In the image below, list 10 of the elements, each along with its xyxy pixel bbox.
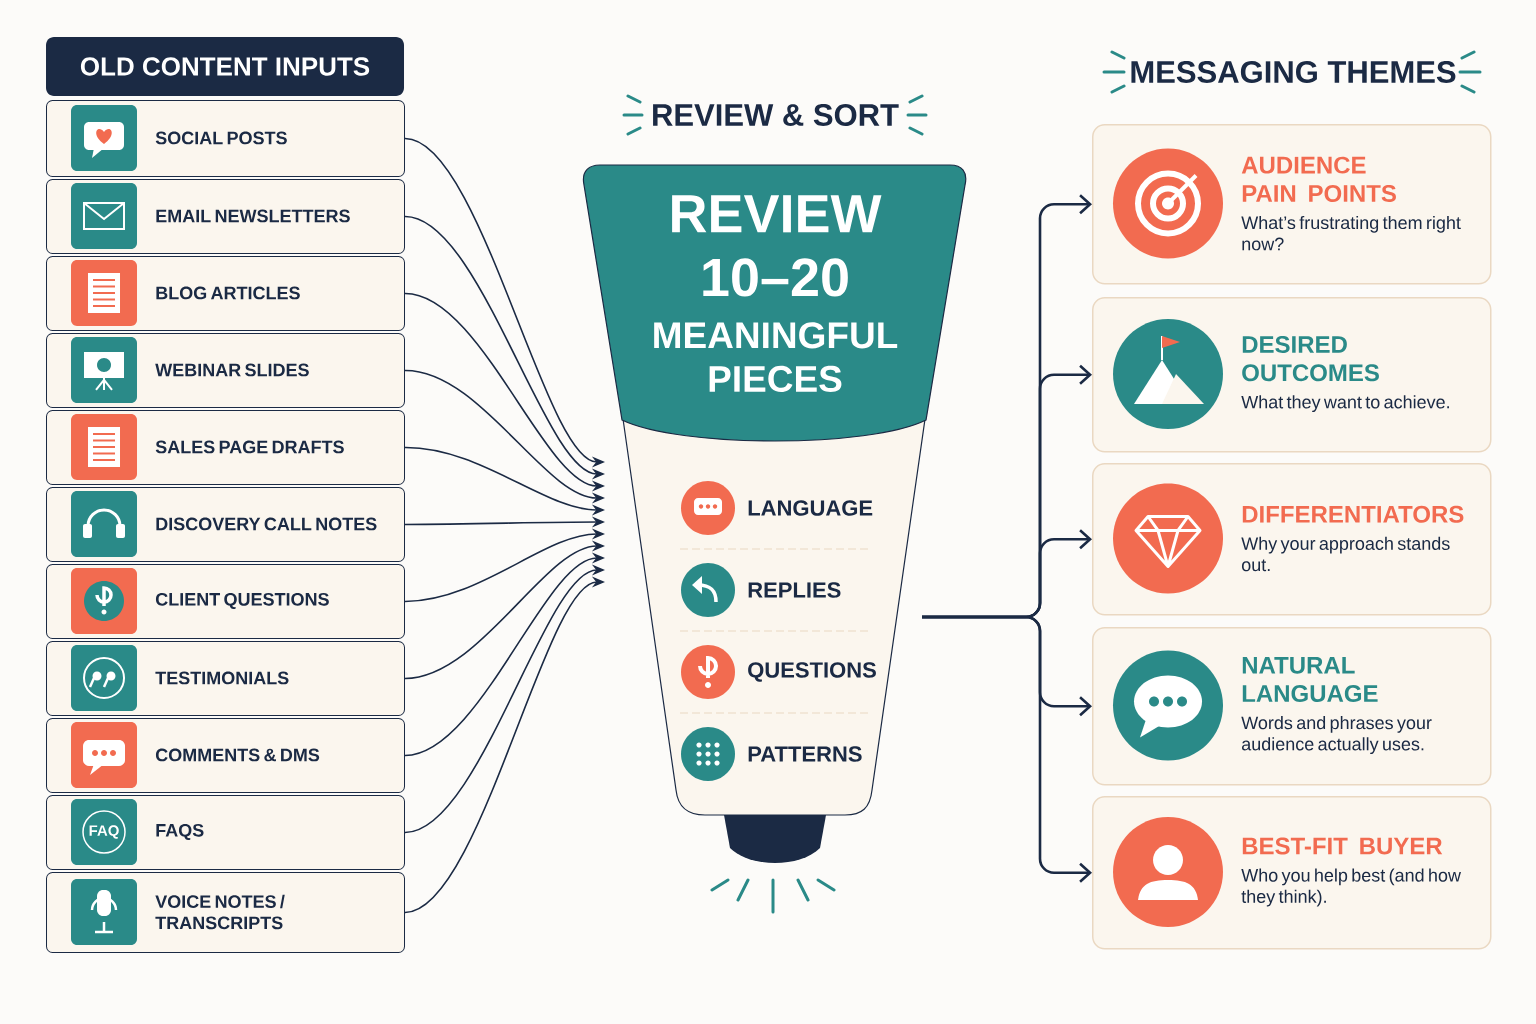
item-label: LANGUAGE — [748, 500, 873, 516]
item-label: REPLIES — [748, 582, 841, 598]
section-heading: MESSAGING THEMES — [1131, 61, 1456, 83]
item-label: QUESTIONS — [748, 662, 876, 682]
node-label: REVIEW 10–20 — [672, 195, 882, 297]
header-bar: OLD CONTENT INPUTS — [46, 37, 404, 96]
section-heading: REVIEW & SORT — [653, 104, 899, 126]
node-label: MEANINGFUL PIECES — [654, 322, 898, 393]
item-label: PATTERNS — [748, 746, 862, 762]
arrow — [922, 615, 1092, 883]
